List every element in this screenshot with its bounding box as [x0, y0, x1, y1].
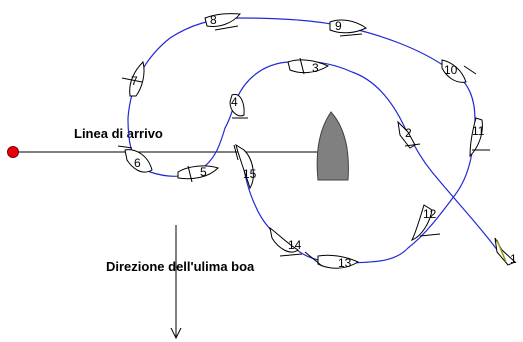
svg-text:11: 11 [472, 124, 485, 138]
boat-12: 12 [410, 204, 441, 241]
svg-text:6: 6 [134, 156, 141, 170]
arrow-head-icon [170, 327, 182, 340]
svg-text:9: 9 [335, 19, 342, 33]
boat-2: 2 [397, 120, 421, 149]
boat-6: 6 [117, 145, 153, 173]
committee-boat [316, 111, 349, 181]
svg-text:10: 10 [444, 63, 458, 77]
svg-text:4: 4 [231, 95, 238, 109]
svg-text:2: 2 [405, 126, 412, 140]
boat-5: 5 [177, 165, 219, 183]
boat-10: 10 [441, 59, 477, 83]
svg-text:13: 13 [338, 256, 352, 270]
svg-text:1: 1 [510, 252, 517, 266]
svg-text:14: 14 [288, 238, 302, 252]
svg-text:7: 7 [131, 74, 138, 88]
finish-line-label: Linea di arrivo [74, 126, 163, 141]
boat-1: 1 [494, 237, 517, 266]
svg-text:8: 8 [210, 13, 217, 27]
boat-8: 8 [204, 13, 241, 31]
boat-9: 9 [329, 19, 367, 37]
boat-15: 15 [233, 143, 257, 190]
boat-3: 3 [287, 57, 330, 75]
svg-text:3: 3 [312, 61, 319, 75]
course-track [127, 17, 504, 264]
last-mark-direction-label: Direzione dell'ulima boa [106, 259, 255, 274]
boat-7: 7 [121, 61, 145, 97]
svg-text:12: 12 [423, 207, 437, 221]
boat-14: 14 [269, 226, 303, 257]
boat-11: 11 [469, 117, 490, 158]
finish-line-pin-mark [7, 146, 19, 158]
svg-text:5: 5 [200, 165, 207, 179]
boat-4: 4 [229, 93, 248, 119]
svg-text:15: 15 [243, 167, 257, 181]
boat-13: 13 [304, 251, 360, 270]
